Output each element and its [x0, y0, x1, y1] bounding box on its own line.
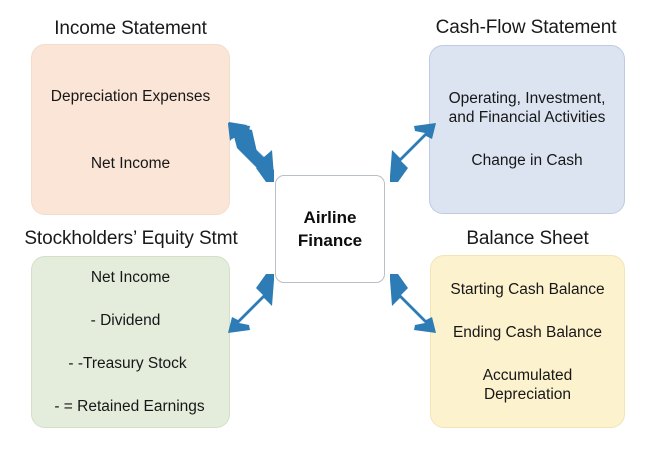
- balance-sheet-line-3: Accumulated: [482, 366, 573, 384]
- stockholders-equity-panel[interactable]: Net Income - Dividend - -Treasury Stock …: [31, 256, 230, 428]
- arrow-to-income-statement-icon: [228, 122, 274, 182]
- income-statement-panel[interactable]: Depreciation Expenses Net Income: [31, 44, 230, 215]
- income-statement-line-1: Depreciation Expenses: [50, 87, 211, 105]
- stockholders-equity-line-4: - = Retained Earnings: [54, 398, 205, 415]
- cash-flow-statement-title: Cash-Flow Statement: [435, 17, 617, 38]
- stockholders-equity-line-3: - -Treasury Stock: [68, 355, 187, 372]
- balance-sheet-line-1: Starting Cash Balance: [450, 280, 605, 298]
- airline-finance-hub[interactable]: Airline Finance: [275, 175, 385, 283]
- stockholders-equity-statement-title: Stockholders’ Equity Stmt: [24, 228, 238, 249]
- balance-sheet-line-4: Depreciation: [483, 385, 572, 403]
- income-statement-line-2: Net Income: [90, 154, 171, 172]
- cash-flow-statement-panel[interactable]: Operating, Investment, and Financial Act…: [429, 45, 625, 214]
- cash-flow-statement-line-3: Change in Cash: [471, 152, 583, 169]
- hub-label-line-1: Airline: [303, 208, 357, 227]
- cash-flow-statement-line-1: Operating, Investment,: [448, 90, 606, 107]
- balance-sheet-line-2: Ending Cash Balance: [452, 323, 603, 341]
- stockholders-equity-line-1: Net Income: [90, 269, 171, 286]
- income-statement-title: Income Statement: [54, 18, 207, 39]
- arrow-to-stockholders-equity-icon: [228, 274, 274, 333]
- cash-flow-statement-line-2: and Financial Activities: [448, 109, 606, 126]
- hub-label-line-2: Finance: [297, 231, 363, 250]
- balance-sheet-panel[interactable]: Starting Cash Balance Ending Cash Balanc…: [430, 255, 625, 428]
- balance-sheet-title: Balance Sheet: [466, 228, 589, 249]
- stockholders-equity-line-2: - Dividend: [90, 312, 161, 329]
